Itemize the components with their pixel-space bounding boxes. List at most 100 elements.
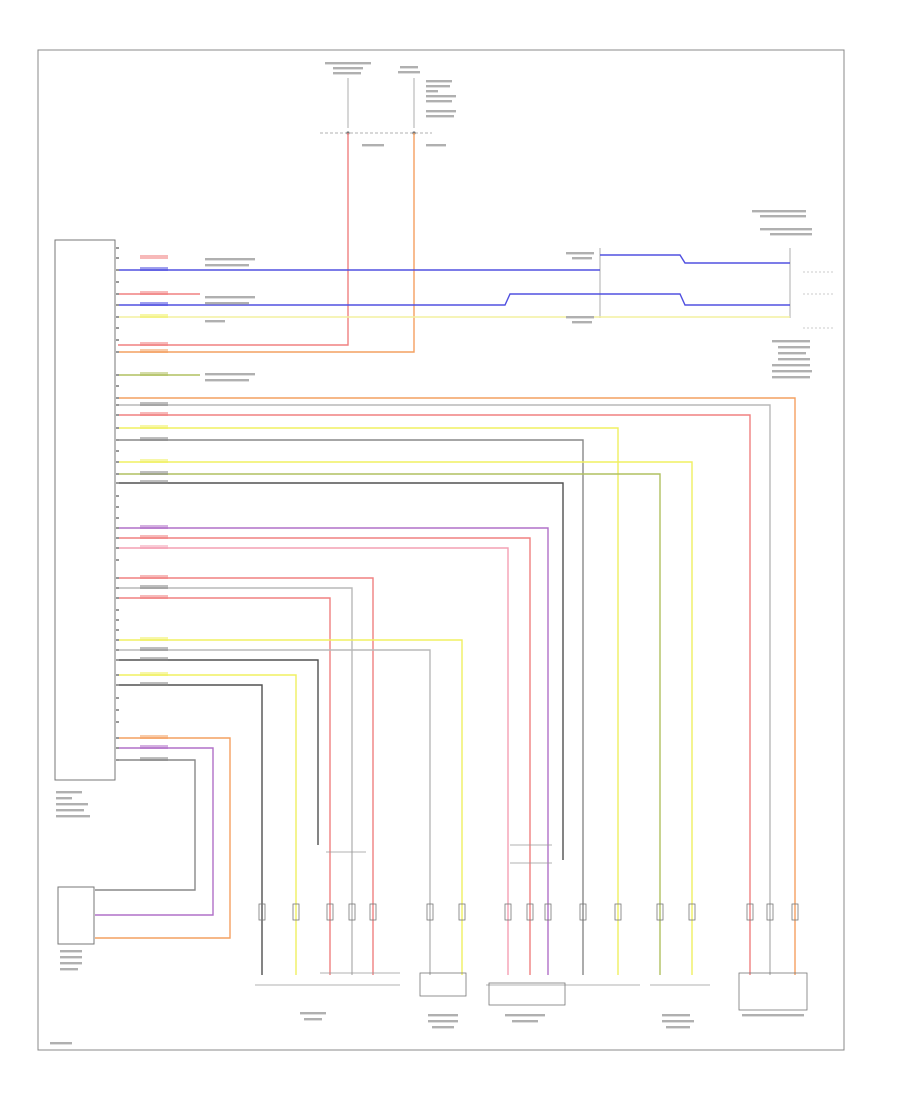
inline-connector — [458, 903, 466, 921]
wire-color-tag — [140, 459, 168, 463]
inline-connector — [746, 903, 754, 921]
wire-color-tag — [140, 372, 168, 376]
inline-connector — [656, 903, 664, 921]
module-pin — [116, 247, 119, 249]
power-feed-red — [118, 133, 349, 346]
wire-orange-right — [118, 397, 796, 975]
module-pin — [116, 747, 119, 749]
wire-color-tag — [140, 291, 168, 295]
bottom-components — [255, 972, 808, 1011]
module-pin — [116, 709, 119, 711]
inline-connector — [504, 903, 512, 921]
wire-color-tag — [140, 437, 168, 441]
wire-yellow-2 — [118, 461, 693, 975]
right-connector-bracket — [599, 248, 835, 329]
module-pin — [116, 506, 119, 508]
module-pin — [116, 482, 119, 484]
wire-color-tag — [140, 402, 168, 406]
module-pin — [116, 527, 119, 529]
inline-connector — [579, 903, 587, 921]
inline-connector — [688, 903, 696, 921]
wire-color-tag — [140, 349, 168, 353]
inline-connector — [292, 903, 300, 921]
wire-dark-1 — [118, 482, 564, 860]
wires — [95, 133, 799, 975]
wire-yellow-3 — [118, 639, 463, 975]
wire-dark-2 — [118, 659, 319, 845]
top-fuse-block — [320, 78, 432, 135]
module-pin — [116, 537, 119, 539]
left-sensor-box — [57, 886, 95, 945]
module-pin — [116, 547, 119, 549]
wire-color-tag — [140, 575, 168, 579]
inline-connector — [258, 903, 266, 921]
wire-color-tag — [140, 647, 168, 651]
wire-dark-3 — [118, 684, 263, 975]
module-pin — [116, 404, 119, 406]
sensor-wire-orange — [95, 737, 231, 939]
module-pin — [116, 397, 119, 399]
module-pin — [116, 495, 119, 497]
wire-color-tag — [140, 595, 168, 599]
inline-connector — [348, 903, 356, 921]
diagram-border — [37, 49, 845, 1051]
wire-color-tag — [140, 525, 168, 529]
wire-yellow-4 — [118, 674, 297, 975]
inline-connector — [326, 903, 334, 921]
module-pin — [116, 737, 119, 739]
wire-color-tag — [140, 585, 168, 589]
module-pin — [116, 339, 119, 341]
wire-color-tag — [140, 745, 168, 749]
power-feed-orange — [118, 133, 415, 353]
inline-connector — [369, 903, 377, 921]
module-pin — [116, 427, 119, 429]
module-pin — [116, 517, 119, 519]
module-pin — [116, 450, 119, 452]
left-sensor-connector-box — [419, 972, 467, 997]
module-pin — [116, 327, 119, 329]
wire-color-tag — [140, 735, 168, 739]
module-pin — [116, 281, 119, 283]
module-pin — [116, 473, 119, 475]
wire-color-tag — [140, 682, 168, 686]
wire-color-tag — [140, 657, 168, 661]
blurred-labels — [50, 62, 812, 1045]
module-pin — [116, 659, 119, 661]
wire-yellow-1 — [118, 427, 619, 975]
module-pin — [116, 559, 119, 561]
wire-gray-3 — [118, 587, 353, 975]
inline-connector — [791, 903, 799, 921]
wire-color-tag — [140, 412, 168, 416]
wire-red-4 — [118, 597, 331, 975]
wire-pink-1 — [118, 547, 509, 975]
wire-violet-1 — [118, 527, 549, 975]
inline-connector — [426, 903, 434, 921]
module-pin — [116, 461, 119, 463]
module-pin — [116, 684, 119, 686]
wire-color-tag — [140, 314, 168, 318]
module-pin — [116, 639, 119, 641]
wire-color-tag — [140, 672, 168, 676]
wire-green-1 — [118, 473, 661, 975]
module-pin — [116, 629, 119, 631]
wire-color-tag — [140, 471, 168, 475]
wire-color-tag — [140, 342, 168, 346]
module-pin — [116, 597, 119, 599]
inline-connector — [766, 903, 774, 921]
control-module-box — [54, 239, 116, 781]
module-pin — [116, 257, 119, 259]
wire-color-tag — [140, 267, 168, 271]
wire-gray-4 — [118, 649, 431, 975]
splice-markers — [326, 844, 552, 864]
wire-color-tag — [140, 637, 168, 641]
wire-color-tag — [140, 545, 168, 549]
module-pin — [116, 316, 119, 318]
module-pin — [116, 374, 119, 376]
module-pin — [116, 697, 119, 699]
module-pin — [116, 649, 119, 651]
module-pin — [116, 609, 119, 611]
module-pin — [116, 439, 119, 441]
module-pin — [116, 674, 119, 676]
inline-connector — [526, 903, 534, 921]
